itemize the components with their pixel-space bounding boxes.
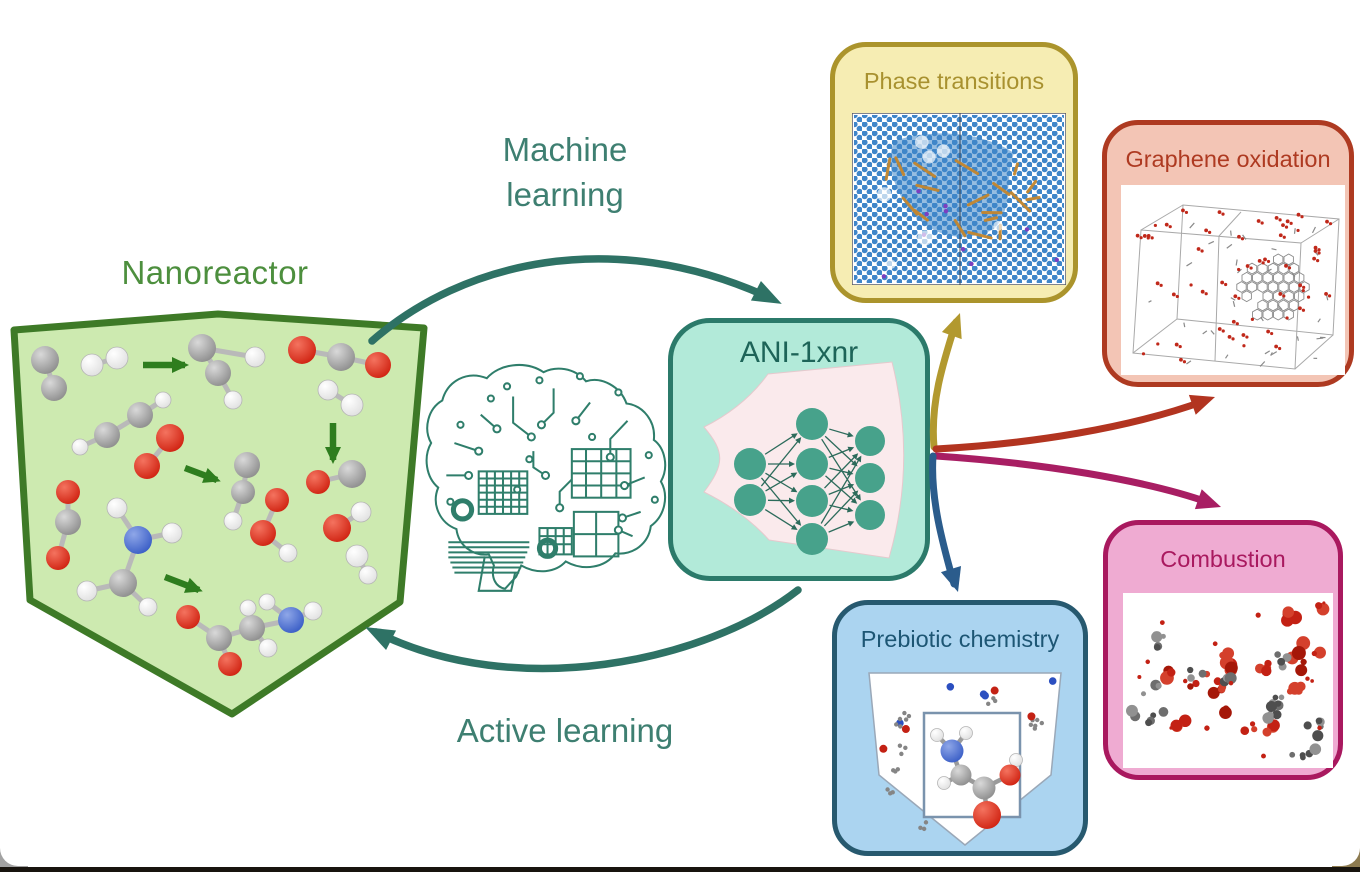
combustion-box: Combustion xyxy=(1103,520,1343,780)
prebiotic-chemistry-title: Prebiotic chemistry xyxy=(860,626,1060,652)
molecule xyxy=(76,497,183,617)
flow-arrow-combustion xyxy=(932,452,1221,510)
molecule xyxy=(317,379,364,417)
reactant-molecules xyxy=(31,334,391,676)
phase-transitions-box: Phase transitions xyxy=(830,42,1078,303)
molecule xyxy=(323,501,372,542)
molecule xyxy=(80,346,129,377)
combustion-title: Combustion xyxy=(1160,546,1286,572)
graphene-oxidation-box: Graphene oxidation xyxy=(1102,120,1354,387)
molecule xyxy=(71,391,172,456)
molecule xyxy=(345,544,378,585)
molecule xyxy=(188,334,266,410)
nanoreactor-label: Nanoreactor xyxy=(121,254,309,291)
molecule xyxy=(288,336,391,378)
ani-model-box: ANI-1xnr xyxy=(668,318,930,581)
prebiotic-chemistry-simulation-image xyxy=(868,672,1062,846)
molecule xyxy=(31,346,67,401)
nanoreactor-illustration xyxy=(10,310,428,718)
molecule xyxy=(223,452,260,531)
phase-transitions-simulation-image xyxy=(852,113,1066,285)
flow-arrow-graphene-oxidation xyxy=(932,394,1215,453)
graphene-oxidation-simulation-image xyxy=(1121,185,1345,375)
neural-network-icon xyxy=(703,361,905,559)
combustion-simulation-image xyxy=(1123,593,1333,768)
flow-arrow-phase-transitions xyxy=(929,313,962,451)
flow-arrow-prebiotic-chemistry xyxy=(929,452,962,592)
molecule xyxy=(134,424,184,479)
molecule xyxy=(46,480,81,570)
active-learning-label: Active learning xyxy=(456,712,674,749)
window-bottom-edge xyxy=(0,867,1360,872)
molecule xyxy=(306,460,366,494)
glycine-molecule xyxy=(930,726,1023,829)
molecule xyxy=(176,593,323,676)
machine-learning-label: Machine learning xyxy=(502,131,628,213)
brain-circuit-icon xyxy=(425,364,667,592)
phase-transitions-title: Phase transitions xyxy=(863,68,1045,94)
graphene-oxidation-title: Graphene oxidation xyxy=(1125,146,1331,172)
prebiotic-chemistry-box: Prebiotic chemistry xyxy=(832,600,1088,856)
molecule xyxy=(250,488,298,563)
reaction-arrows xyxy=(143,357,341,594)
